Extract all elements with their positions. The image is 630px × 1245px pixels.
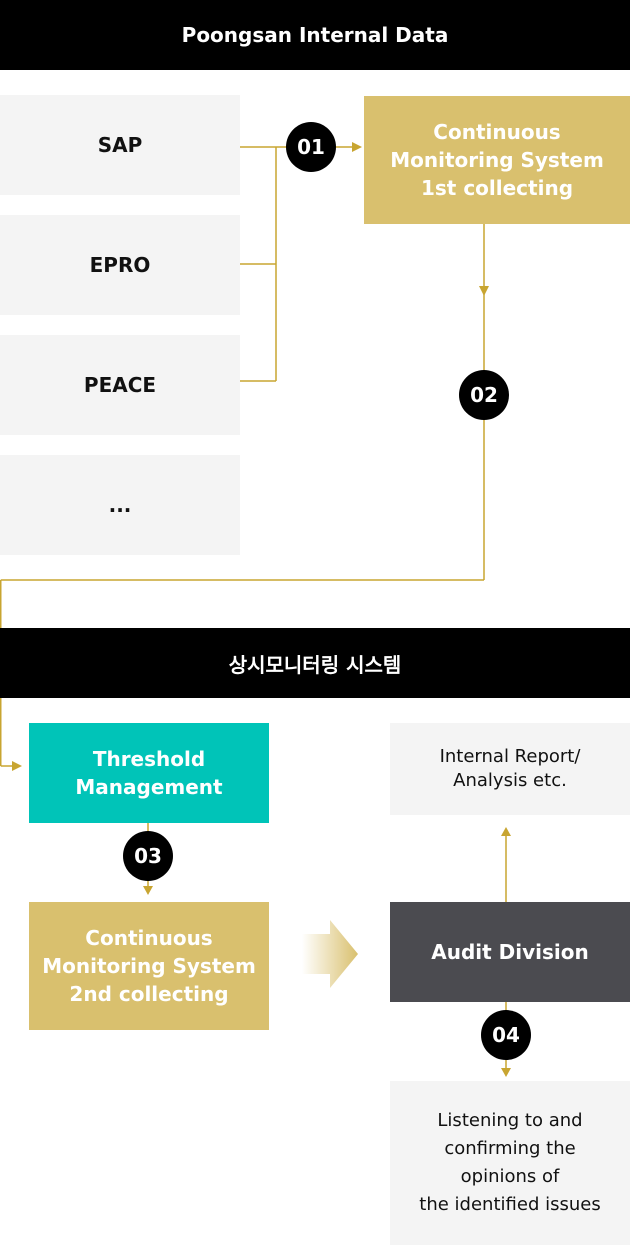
source-more: ... xyxy=(0,455,240,555)
audit-division-label: Audit Division xyxy=(431,940,589,964)
step-03-badge: 03 xyxy=(123,831,173,881)
source-peace: PEACE xyxy=(0,335,240,435)
arrow-head-cms2 xyxy=(143,886,153,895)
threshold-label: Threshold Management xyxy=(75,747,223,799)
arrow-head-down-1 xyxy=(479,286,489,296)
step-01-label: 01 xyxy=(297,135,325,159)
cms-1st-label: Continuous Monitoring System 1st collect… xyxy=(390,120,604,200)
source-epro-label: EPRO xyxy=(89,253,151,277)
step-02-label: 02 xyxy=(470,383,498,407)
cms-2nd-label: Continuous Monitoring System 2nd collect… xyxy=(42,926,256,1006)
source-epro: EPRO xyxy=(0,215,240,315)
system-title-bar: 상시모니터링 시스템 xyxy=(0,628,630,698)
audit-division: Audit Division xyxy=(390,902,630,1002)
arrow-head-report xyxy=(501,827,511,836)
internal-report-label: Internal Report/ Analysis etc. xyxy=(439,746,581,791)
step-04-label: 04 xyxy=(492,1023,520,1047)
source-sap: SAP xyxy=(0,95,240,195)
cms-2nd-collecting: Continuous Monitoring System 2nd collect… xyxy=(29,902,269,1030)
big-arrow-icon xyxy=(302,920,358,988)
threshold-management: Threshold Management xyxy=(29,723,269,823)
source-more-label: ... xyxy=(108,493,132,517)
step-03-label: 03 xyxy=(134,844,162,868)
internal-report: Internal Report/ Analysis etc. xyxy=(390,723,630,815)
arrow-head-threshold xyxy=(12,761,22,771)
page-title: Poongsan Internal Data xyxy=(0,0,630,70)
listening-label: Listening to and confirming the opinions… xyxy=(419,1110,601,1215)
step-01-badge: 01 xyxy=(286,122,336,172)
step-04-badge: 04 xyxy=(481,1010,531,1060)
source-peace-label: PEACE xyxy=(83,373,157,397)
source-sap-label: SAP xyxy=(97,133,143,157)
step-02-badge: 02 xyxy=(459,370,509,420)
cms-1st-collecting: Continuous Monitoring System 1st collect… xyxy=(364,96,630,224)
arrow-head-cms1 xyxy=(352,142,362,152)
arrow-head-listening xyxy=(501,1068,511,1077)
system-title-text: 상시모니터링 시스템 xyxy=(228,652,402,677)
listening-opinions: Listening to and confirming the opinions… xyxy=(390,1081,630,1245)
page-title-text: Poongsan Internal Data xyxy=(181,23,449,47)
